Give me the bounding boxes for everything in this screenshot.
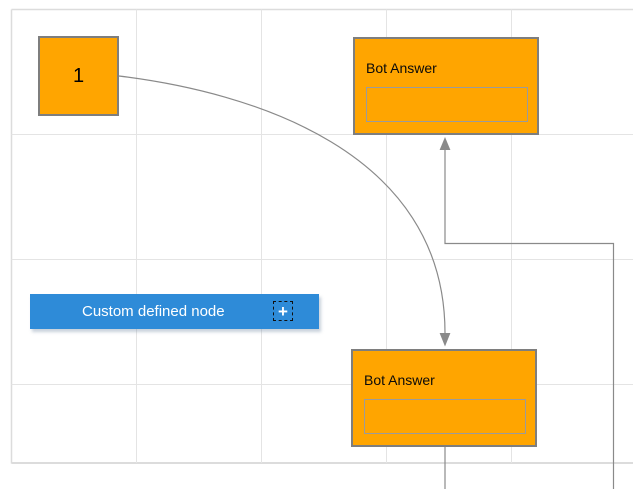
edge-curved-path[interactable] [118, 75, 446, 334]
edge-arrowhead-up [439, 137, 451, 150]
bot-answer-node-bottom[interactable]: Bot Answer [351, 349, 537, 447]
custom-defined-node[interactable]: Custom defined node + [30, 294, 319, 329]
edge-arrowhead-down [439, 333, 451, 347]
edge-orthogonal-path[interactable] [444, 149, 615, 489]
bot-answer-text-box[interactable] [366, 87, 528, 122]
bot-answer-title: Bot Answer [366, 60, 437, 76]
custom-node-label: Custom defined node [82, 303, 225, 320]
start-node-label: 1 [72, 64, 85, 87]
bot-answer-title: Bot Answer [364, 372, 435, 388]
bot-answer-node-top[interactable]: Bot Answer [353, 37, 539, 135]
edge-orthogonal[interactable] [439, 137, 615, 489]
edge-curved[interactable] [118, 75, 451, 347]
start-node[interactable]: 1 [38, 36, 119, 116]
bot-answer-text-box[interactable] [364, 399, 526, 434]
add-node-button[interactable]: + [273, 301, 293, 321]
plus-icon: + [278, 301, 288, 321]
